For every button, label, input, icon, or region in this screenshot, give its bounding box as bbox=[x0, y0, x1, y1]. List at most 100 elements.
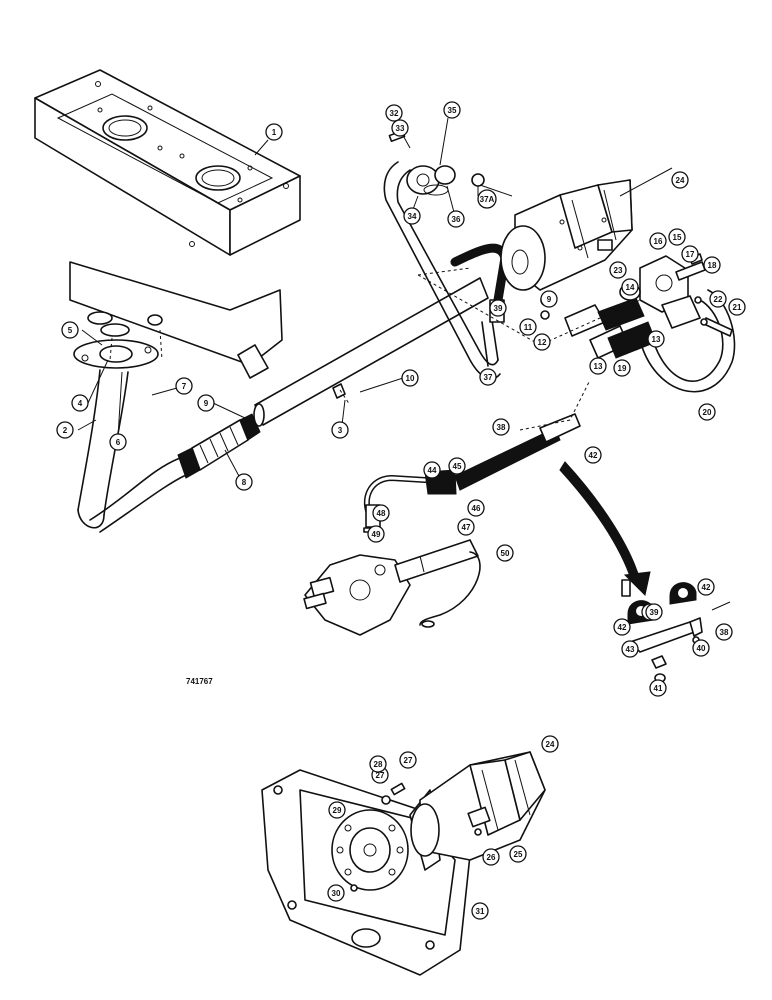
callout-circle bbox=[448, 457, 466, 475]
callout-circle bbox=[709, 290, 727, 308]
callout-label: 33 bbox=[396, 124, 405, 133]
callout-9: 9 bbox=[197, 394, 215, 412]
callout-15: 15 bbox=[668, 228, 686, 246]
callout-19: 19 bbox=[613, 359, 631, 377]
callout-42: 42 bbox=[613, 618, 631, 636]
callout-label: 38 bbox=[720, 628, 729, 637]
callout-17: 17 bbox=[681, 245, 699, 263]
leader-arrow bbox=[559, 461, 651, 597]
callout-label: 15 bbox=[673, 233, 682, 242]
hose-8 bbox=[177, 413, 261, 479]
callout-circle bbox=[613, 359, 631, 377]
callout-label: 42 bbox=[702, 583, 711, 592]
callout-label: 16 bbox=[654, 237, 663, 246]
callout-circle bbox=[467, 499, 485, 517]
callout-circle bbox=[698, 403, 716, 421]
callout-circle bbox=[403, 207, 421, 225]
callout-circle bbox=[668, 228, 686, 246]
callout-circle bbox=[647, 330, 665, 348]
callout-circle bbox=[715, 623, 733, 641]
callout-label: 36 bbox=[452, 215, 461, 224]
callout-label: 3 bbox=[338, 426, 343, 435]
callout-label: 24 bbox=[676, 176, 685, 185]
callout-label: 46 bbox=[472, 504, 481, 513]
callout-circle bbox=[175, 377, 193, 395]
callout-circle bbox=[385, 104, 403, 122]
callout-7: 7 bbox=[175, 377, 193, 395]
callout-circle bbox=[399, 751, 417, 769]
callout-label: 8 bbox=[242, 478, 247, 487]
callout-label: 48 bbox=[377, 509, 386, 518]
callout-circle bbox=[509, 845, 527, 863]
callout-5: 5 bbox=[61, 321, 79, 339]
callout-2: 2 bbox=[56, 421, 74, 439]
callout-label: 29 bbox=[333, 806, 342, 815]
callout-circle bbox=[331, 421, 349, 439]
callout-24: 24 bbox=[671, 171, 689, 189]
callout-47: 47 bbox=[457, 518, 475, 536]
callout-label: 20 bbox=[703, 408, 712, 417]
callout-circle bbox=[328, 801, 346, 819]
callout-33: 33 bbox=[391, 119, 409, 137]
callout-circle bbox=[109, 433, 127, 451]
callout-12: 12 bbox=[533, 333, 551, 351]
callout-label: 43 bbox=[626, 645, 635, 654]
control-valve bbox=[303, 413, 581, 636]
callout-34: 34 bbox=[403, 207, 421, 225]
callout-label: 41 bbox=[654, 684, 663, 693]
callout-label: 32 bbox=[390, 109, 399, 118]
callout-label: 10 bbox=[406, 374, 415, 383]
flange-34-35-36 bbox=[388, 129, 485, 196]
callout-label: 31 bbox=[476, 907, 485, 916]
callout-37: 37 bbox=[479, 368, 497, 386]
callout-circle bbox=[589, 357, 607, 375]
callout-circle bbox=[613, 618, 631, 636]
drawing-number: 741767 bbox=[186, 677, 213, 686]
callout-circle bbox=[477, 189, 497, 209]
callout-circle bbox=[447, 210, 465, 228]
callout-circle bbox=[609, 261, 627, 279]
callout-label: 49 bbox=[372, 530, 381, 539]
callout-circle bbox=[372, 504, 390, 522]
callout-20: 20 bbox=[698, 403, 716, 421]
callout-circle bbox=[649, 679, 667, 697]
callout-label: 14 bbox=[626, 283, 635, 292]
callout-11: 11 bbox=[519, 318, 537, 336]
callout-13: 13 bbox=[589, 357, 607, 375]
callout-circle bbox=[479, 368, 497, 386]
callout-label: 4 bbox=[78, 399, 83, 408]
callout-circle bbox=[457, 518, 475, 536]
callout-8: 8 bbox=[235, 473, 253, 491]
callout-circle bbox=[621, 278, 639, 296]
callout-circle bbox=[327, 884, 345, 902]
callout-46: 46 bbox=[467, 499, 485, 517]
callout-label: 39 bbox=[494, 304, 503, 313]
callout-circle bbox=[61, 321, 79, 339]
callout-circle bbox=[401, 369, 419, 387]
callout-label: 40 bbox=[697, 644, 706, 653]
callout-label: 19 bbox=[618, 364, 627, 373]
callout-25: 25 bbox=[509, 845, 527, 863]
hydraulic-tank bbox=[34, 69, 301, 379]
callout-14: 14 bbox=[621, 278, 639, 296]
callout-40: 40 bbox=[692, 639, 710, 657]
callout-29: 29 bbox=[328, 801, 346, 819]
callout-28: 28 bbox=[369, 755, 387, 773]
callout-label: 42 bbox=[618, 623, 627, 632]
callout-35: 35 bbox=[443, 101, 461, 119]
callout-42: 42 bbox=[697, 578, 715, 596]
callout-1: 1 bbox=[265, 123, 283, 141]
callout-24: 24 bbox=[541, 735, 559, 753]
callout-circle bbox=[533, 333, 551, 351]
callout-circle bbox=[489, 299, 507, 317]
callout-circle bbox=[645, 603, 663, 621]
callout-39: 39 bbox=[489, 299, 507, 317]
tube-10 bbox=[253, 277, 489, 427]
callout-39: 39 bbox=[645, 603, 663, 621]
callout-label: 38 bbox=[497, 423, 506, 432]
callout-23: 23 bbox=[609, 261, 627, 279]
callout-circle bbox=[391, 119, 409, 137]
callout-36: 36 bbox=[447, 210, 465, 228]
